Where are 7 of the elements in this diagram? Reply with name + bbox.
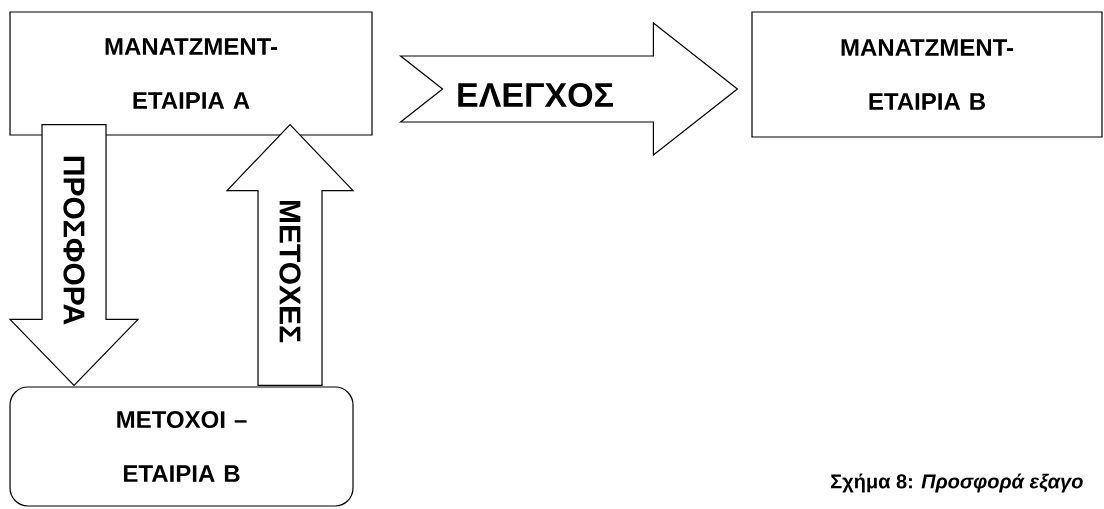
caption: Σχήμα 8: Προσφορά εξαγο	[831, 473, 1083, 493]
edge-label: ΠΡΟΣΦΟΡΑ	[62, 153, 86, 327]
rounded-box: ΜΕΤΟΧΟΙ – ΕΤΑΙΡΙΑ Β	[9, 386, 354, 507]
edge-label: ΕΛΕΓΧΟΣ	[455, 81, 615, 109]
process-box: ΜΑΝΑΤΖΜΕΝΤ- ΕΤΑΙΡΙΑ Α	[9, 11, 373, 136]
edge-label: ΜΕΤΟΧΕΣ	[278, 197, 302, 345]
process-box: ΜΑΝΑΤΖΜΕΝΤ- ΕΤΑΙΡΙΑ Β	[751, 11, 1103, 138]
